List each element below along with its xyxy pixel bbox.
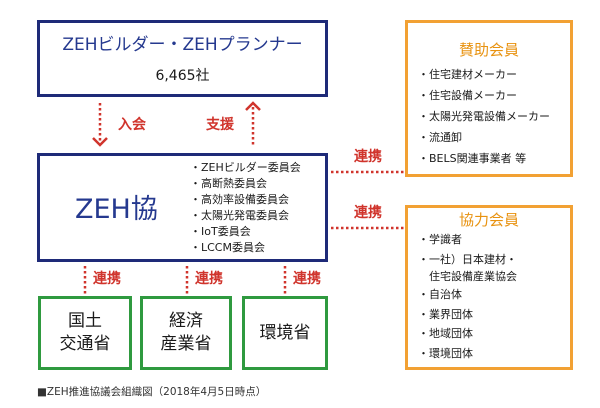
supporting-members-list: ・住宅建材メーカー ・住宅設備メーカー ・太陽光発電設備メーカー ・流通卸 ・B… (418, 64, 566, 169)
builders-box: ZEHビルダー・ZEHプランナー 6,465社 (37, 20, 328, 97)
cooperating-members-list: ・学識者 ・一社）日本建材・ 住宅設備産業協会 ・自治体 ・業界団体 ・地域団体… (418, 230, 566, 363)
builders-count: 6,465社 (155, 68, 210, 84)
supporting-members-title: 賛助会員 (458, 41, 519, 59)
ministry-name-line: 経済 (169, 311, 203, 331)
ministry-name-line: 交通省 (59, 334, 111, 354)
list-item: ・流通卸 (418, 131, 462, 144)
link-label-ministry-1: 連携 (93, 271, 121, 287)
council-title: ZEH協 (75, 194, 158, 225)
support-arrow-head (245, 101, 261, 111)
ministry-name-line: 国土 (68, 311, 102, 331)
join-arrow-head (92, 137, 108, 147)
figure-caption: ■ZEH推進協議会組織図（2018年4月5日時点） (37, 386, 267, 398)
committee-item: ・高効率設備委員会 (190, 193, 289, 206)
ministry-box-2: 経済 産業省 (140, 296, 232, 370)
committee-item: ・IoT委員会 (190, 225, 251, 238)
list-item: ・学識者 (418, 233, 462, 246)
list-item: ・環境団体 (418, 346, 473, 360)
list-item: ・自治体 (418, 288, 462, 301)
list-item: ・住宅設備メーカー (418, 89, 517, 102)
ministry-name-line: 環境省 (259, 322, 311, 343)
committee-item: ・ZEHビルダー委員会 (190, 161, 301, 174)
committee-item: ・高断熱委員会 (190, 177, 267, 190)
list-item: ・太陽光発電設備メーカー (418, 110, 550, 123)
link-label-supporting-members: 連携 (354, 149, 382, 165)
list-item: ・一社）日本建材・ (418, 252, 517, 266)
ministry-name-line: 産業省 (160, 334, 212, 354)
link-label-ministry-3: 連携 (293, 271, 321, 287)
committee-item: ・太陽光発電委員会 (190, 209, 289, 222)
cooperating-members-title: 協力会員 (458, 211, 519, 229)
list-item: ・住宅建材メーカー (418, 68, 517, 81)
list-item: ・業界団体 (418, 307, 473, 321)
support-label: 支援 (206, 117, 234, 133)
list-item: ・地域団体 (418, 327, 473, 340)
link-label-ministry-2: 連携 (195, 271, 223, 287)
ministry-box-1: 国土 交通省 (38, 296, 132, 370)
list-item: ・BELS関連事業者 等 (418, 152, 527, 165)
supporting-members-box: 賛助会員 ・住宅建材メーカー ・住宅設備メーカー ・太陽光発電設備メーカー ・流… (405, 20, 573, 177)
cooperating-members-box: 協力会員 ・学識者 ・一社）日本建材・ 住宅設備産業協会 ・自治体 ・業界団体 … (405, 205, 573, 370)
link-label-cooperating-members: 連携 (354, 205, 382, 221)
committee-item: ・LCCM委員会 (190, 241, 265, 254)
council-box: ZEH協 ・ZEHビルダー委員会 ・高断熱委員会 ・高効率設備委員会 ・太陽光発… (37, 153, 328, 262)
join-label: 入会 (118, 117, 146, 133)
list-item-continuation: 住宅設備産業協会 (429, 270, 517, 283)
builders-title: ZEHビルダー・ZEHプランナー (62, 35, 303, 55)
ministry-box-3: 環境省 (242, 296, 328, 370)
committee-list: ・ZEHビルダー委員会 ・高断熱委員会 ・高効率設備委員会 ・太陽光発電委員会 … (190, 160, 301, 256)
